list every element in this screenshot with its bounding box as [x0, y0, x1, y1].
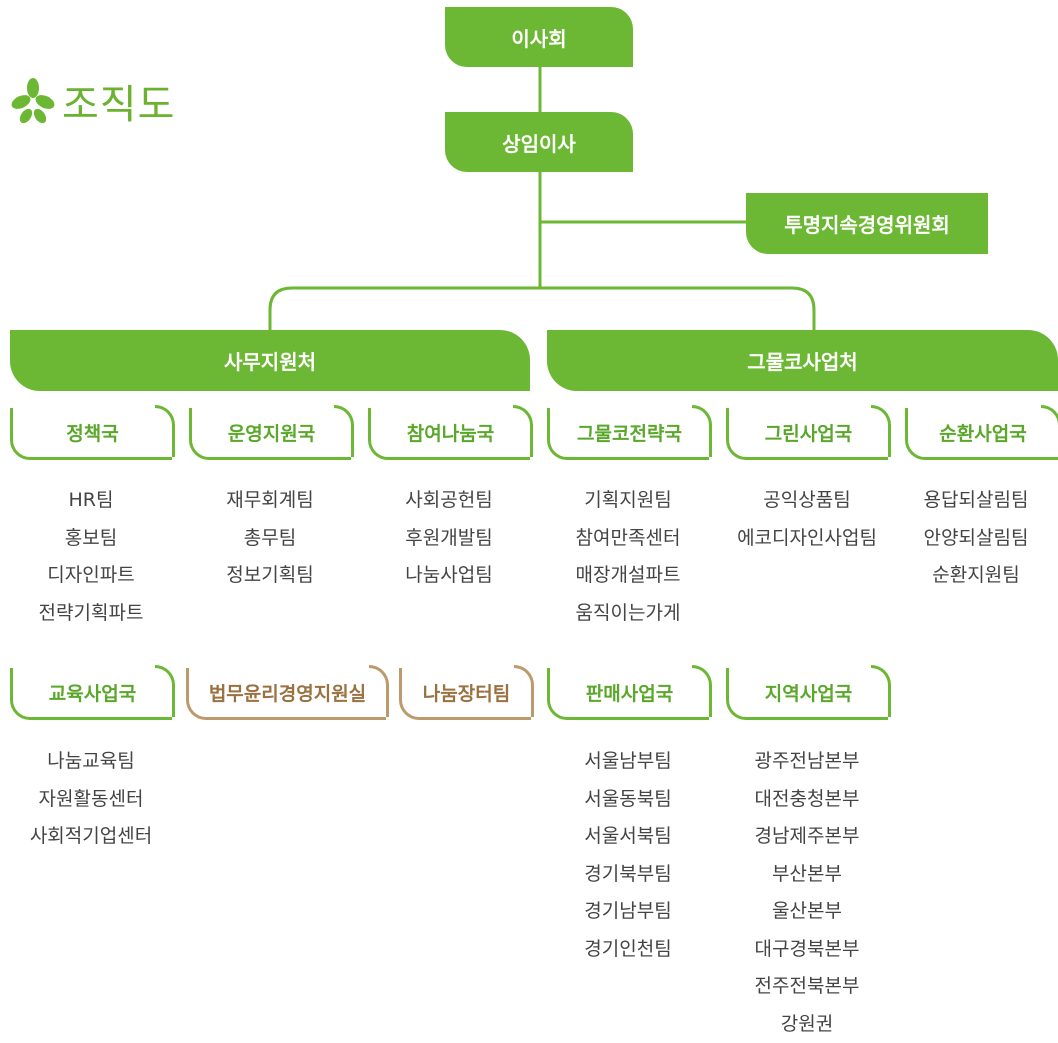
- list-item: 부산본부: [717, 856, 897, 894]
- dept-marketplace: 나눔장터팀: [399, 668, 531, 720]
- list-item: 광주전남본부: [717, 743, 897, 781]
- list-item: 서울남부팀: [538, 743, 718, 781]
- list-item: 경남제주본부: [717, 818, 897, 856]
- list-item: 자원활동센터: [1, 781, 181, 819]
- list-item: 에코디자인사업팀: [717, 520, 897, 558]
- page-title: 조직도: [10, 74, 175, 128]
- list-item: 서울동북팀: [538, 781, 718, 819]
- dept-sales: 판매사업국: [547, 668, 709, 720]
- dept-education: 교육사업국: [10, 668, 172, 720]
- list-item: 나눔교육팀: [1, 743, 181, 781]
- list-item: 후원개발팀: [359, 520, 539, 558]
- list-item: 재무회계팀: [180, 482, 360, 520]
- list-item: 대전충청본부: [717, 781, 897, 819]
- list-item: 기획지원팀: [538, 482, 718, 520]
- dept-strategy: 그물코전략국: [547, 408, 709, 460]
- team-list-education: 나눔교육팀 자원활동센터 사회적기업센터: [1, 743, 181, 856]
- title-text: 조직도: [62, 72, 175, 130]
- team-list-strategy: 기획지원팀 참여만족센터 매장개설파트 움직이는가게: [538, 482, 718, 632]
- list-item: 공익상품팀: [717, 482, 897, 520]
- list-item: 나눔사업팀: [359, 557, 539, 595]
- team-list-operations: 재무회계팀 총무팀 정보기획팀: [180, 482, 360, 595]
- list-item: 움직이는가게: [538, 595, 718, 633]
- list-item: 대구경북본부: [717, 931, 897, 969]
- dept-legal: 법무윤리경영지원실: [186, 668, 386, 720]
- leaf-icon: [10, 78, 56, 124]
- division-office: 사무지원처: [10, 330, 530, 391]
- list-item: 참여만족센터: [538, 520, 718, 558]
- board-box: 이사회: [445, 7, 633, 67]
- list-item: 경기인천팀: [538, 931, 718, 969]
- list-item: 용답되살림팀: [894, 482, 1058, 520]
- ethics-committee-box: 투명지속경영위원회: [746, 193, 988, 254]
- list-item: 울산본부: [717, 893, 897, 931]
- team-list-sharing-participation: 사회공헌팀 후원개발팀 나눔사업팀: [359, 482, 539, 595]
- list-item: 경기남부팀: [538, 893, 718, 931]
- division-goodwill: 그물코사업처: [547, 330, 1058, 391]
- list-item: HR팀: [1, 482, 181, 520]
- dept-circulation: 순환사업국: [905, 408, 1058, 460]
- dept-green: 그린사업국: [726, 408, 888, 460]
- team-list-circulation: 용답되살림팀 안양되살림팀 순환지원팀: [894, 482, 1058, 595]
- team-list-policy: HR팀 홍보팀 디자인파트 전략기획파트: [1, 482, 181, 632]
- list-item: 순환지원팀: [894, 557, 1058, 595]
- dept-sharing-participation: 참여나눔국: [368, 408, 530, 460]
- dept-regional: 지역사업국: [726, 668, 888, 720]
- list-item: 사회공헌팀: [359, 482, 539, 520]
- list-item: 홍보팀: [1, 520, 181, 558]
- dept-policy: 정책국: [10, 408, 172, 460]
- list-item: 사회적기업센터: [1, 818, 181, 856]
- list-item: 서울서북팀: [538, 818, 718, 856]
- standing-director-box: 상임이사: [445, 112, 633, 172]
- list-item: 강원권: [717, 1006, 897, 1043]
- list-item: 안양되살림팀: [894, 520, 1058, 558]
- list-item: 정보기획팀: [180, 557, 360, 595]
- team-list-regional: 광주전남본부 대전충청본부 경남제주본부 부산본부 울산본부 대구경북본부 전주…: [717, 743, 897, 1043]
- list-item: 디자인파트: [1, 557, 181, 595]
- list-item: 전주전북본부: [717, 968, 897, 1006]
- list-item: 매장개설파트: [538, 557, 718, 595]
- team-list-green: 공익상품팀 에코디자인사업팀: [717, 482, 897, 557]
- team-list-sales: 서울남부팀 서울동북팀 서울서북팀 경기북부팀 경기남부팀 경기인천팀: [538, 743, 718, 968]
- list-item: 경기북부팀: [538, 856, 718, 894]
- list-item: 전략기획파트: [1, 595, 181, 633]
- dept-operations: 운영지원국: [189, 408, 351, 460]
- list-item: 총무팀: [180, 520, 360, 558]
